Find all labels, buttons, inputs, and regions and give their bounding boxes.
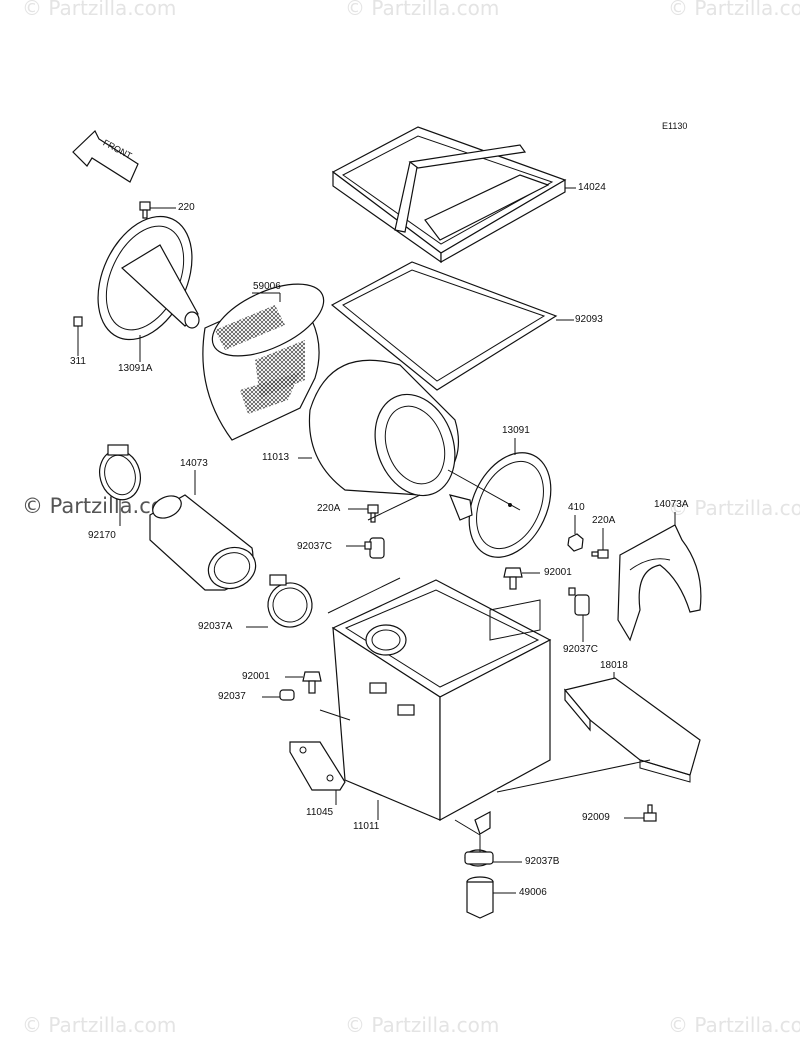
part-label-18018[interactable]: 18018 — [600, 660, 628, 671]
bolt-92001-right — [503, 567, 540, 590]
clamp-92037C-right — [568, 587, 590, 642]
clamp-92037B — [464, 849, 522, 867]
watermark-middle-right: © Partzilla.com — [668, 496, 800, 520]
clamp-92170 — [99, 444, 141, 526]
part-label-11045[interactable]: 11045 — [306, 807, 334, 818]
part-label-11011[interactable]: 11011 — [353, 821, 380, 832]
part-label-92001-right[interactable]: 92001 — [544, 567, 572, 578]
plate-18018 — [563, 672, 701, 783]
clip-311 — [73, 316, 83, 356]
bracket-11045 — [289, 741, 346, 805]
screw-220A-left — [348, 504, 379, 523]
screw-92009 — [624, 804, 657, 822]
part-label-220[interactable]: 220 — [178, 202, 195, 213]
part-label-92093[interactable]: 92093 — [575, 314, 603, 325]
duct-14073A — [617, 512, 702, 642]
part-label-59006[interactable]: 59006 — [253, 281, 281, 292]
part-label-92037B[interactable]: 92037B — [525, 856, 560, 867]
gasket-92093 — [330, 261, 574, 391]
part-label-220A-right[interactable]: 220A — [592, 515, 616, 526]
filter-cover-14024 — [331, 126, 576, 264]
part-label-92009[interactable]: 92009 — [582, 812, 610, 823]
front-arrow-icon: FRONT — [72, 130, 139, 183]
part-label-92037C-right[interactable]: 92037C — [563, 644, 599, 655]
nut-410 — [567, 515, 584, 552]
part-label-92170[interactable]: 92170 — [88, 530, 116, 541]
part-label-49006[interactable]: 49006 — [519, 887, 547, 898]
holder-13091 — [449, 438, 552, 558]
watermark-top-center: © Partzilla.com — [345, 0, 500, 20]
screw-220A-right — [591, 528, 609, 559]
diagram-code: E1130 — [662, 121, 688, 131]
plug-49006 — [466, 876, 516, 919]
part-label-13091[interactable]: 13091 — [502, 425, 530, 436]
watermark-top-left: © Partzilla.com — [22, 0, 177, 20]
part-label-14024[interactable]: 14024 — [578, 182, 606, 193]
screw-220 — [139, 201, 176, 219]
guide-lines — [319, 469, 651, 852]
part-label-92037C-left[interactable]: 92037C — [297, 541, 333, 552]
part-label-14073[interactable]: 14073 — [180, 458, 208, 469]
mesh-filter-59006 — [202, 283, 325, 441]
clamp-92037A — [246, 574, 313, 628]
part-label-14073A[interactable]: 14073A — [654, 499, 689, 510]
bolt-92001-left — [285, 671, 322, 694]
air-element-11013 — [298, 359, 459, 497]
part-label-13091A[interactable]: 13091A — [118, 363, 153, 374]
part-label-92001-left[interactable]: 92001 — [242, 671, 270, 682]
duct-14073 — [149, 470, 257, 591]
part-label-410[interactable]: 410 — [568, 502, 585, 513]
part-label-311[interactable]: 311 — [70, 356, 86, 367]
part-label-92037A[interactable]: 92037A — [198, 621, 233, 632]
part-label-220A-left[interactable]: 220A — [317, 503, 341, 514]
clamp-92037C-left — [346, 537, 385, 559]
watermark-bottom-right: © Partzilla.com — [668, 1013, 800, 1037]
watermark-bottom-left: © Partzilla.com — [22, 1013, 177, 1037]
clip-92037 — [262, 689, 295, 701]
cover-13091A — [97, 215, 200, 362]
watermark-top-right: © Partzilla.com — [668, 0, 800, 20]
part-label-92037[interactable]: 92037 — [218, 691, 246, 702]
air-box-11011 — [331, 579, 552, 835]
part-label-11013[interactable]: 11013 — [262, 452, 290, 463]
watermark-bottom-center: © Partzilla.com — [345, 1013, 500, 1037]
